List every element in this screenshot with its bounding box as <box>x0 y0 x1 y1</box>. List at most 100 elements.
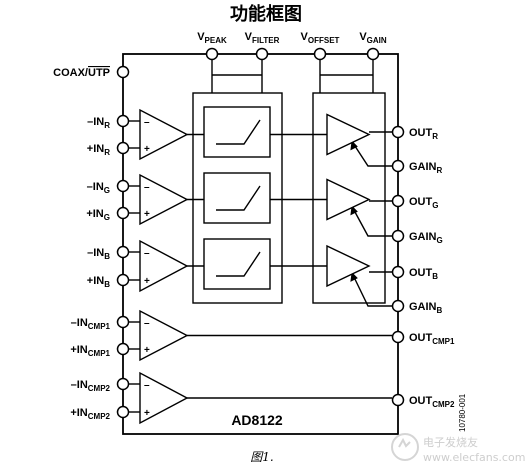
left-pin-minus-in-cmp1-label-subscript: CMP1 <box>88 322 111 331</box>
right-pin-out-cmp2-label: OUTCMP2 <box>409 395 455 409</box>
right-pin-out-g-label-base: OUT <box>409 196 433 208</box>
left-pin-minus-in-b-label-base: –IN <box>87 247 104 259</box>
left-pin-plus-in-r-label: +INR <box>87 143 110 157</box>
left-pin-plus-in-b-label: +INB <box>87 275 110 289</box>
watermark-site: 电子发烧友 <box>423 435 478 449</box>
gain-arrow-icon <box>350 140 358 151</box>
amp-plus-sign: + <box>144 345 150 356</box>
left-pin-minus-in-g-label: –ING <box>87 181 110 195</box>
left-pin-plus-in-r-label-subscript: R <box>104 148 110 157</box>
amp-minus-sign: – <box>144 248 150 259</box>
top-pin-label-gain: VGAIN <box>359 31 387 45</box>
left-pin-minus-in-b-label: –INB <box>87 247 110 261</box>
amp-plus-sign: + <box>144 408 150 419</box>
chip-name: AD8122 <box>231 412 283 428</box>
watermark: 电子发烧友 www.elecfans.com <box>391 433 525 464</box>
filter-block-r <box>203 106 271 158</box>
right-pin-out-b-label-subscript: B <box>432 272 438 281</box>
right-pin-gain-g-label-subscript: G <box>437 236 443 245</box>
left-pin-minus-in-cmp2-label: –INCMP2 <box>71 379 111 393</box>
gain-stage-block <box>312 92 386 304</box>
gain-arrow-icon <box>350 205 358 216</box>
output-amp-r <box>326 113 371 156</box>
left-pin-plus-in-g-label-base: +IN <box>86 208 103 220</box>
top-pin-label-gain-subscript: GAIN <box>367 36 387 45</box>
input-amp-cmp2 <box>139 371 189 425</box>
left-pin-plus-in-cmp1 <box>116 342 130 356</box>
right-pin-out-g-label: OUTG <box>409 196 438 210</box>
top-pin-label-offset-base: V <box>301 31 309 43</box>
left-pin-minus-in-cmp2-label-subscript: CMP2 <box>88 384 111 393</box>
filter-block-g <box>203 172 271 224</box>
output-amp-b <box>326 244 371 288</box>
filter-response-icon <box>216 251 261 277</box>
equalizer-block <box>192 92 283 304</box>
top-pin-label-gain-base: V <box>359 31 367 43</box>
top-pin-label-peak-base: V <box>197 31 205 43</box>
top-pin-peak <box>205 47 219 61</box>
right-pin-out-b <box>391 265 405 279</box>
output-amp-g <box>326 178 371 221</box>
internal-wiring <box>128 60 392 413</box>
left-pin-coax-utp-label: COAX/UTP <box>53 67 110 79</box>
top-pin-label-offset-subscript: OFFSET <box>308 36 340 45</box>
left-pin-plus-in-g-label-subscript: G <box>104 213 110 222</box>
right-pin-out-r-label-subscript: R <box>432 132 438 141</box>
top-pin-label-filter-subscript: FILTER <box>252 36 280 45</box>
left-pin-minus-in-b-label-subscript: B <box>104 252 110 261</box>
top-pin-label-filter: VFILTER <box>245 31 280 45</box>
left-pin-minus-in-r-label-subscript: R <box>104 121 110 130</box>
figure-code: 10780-001 <box>458 393 467 432</box>
right-pin-gain-r-label-subscript: R <box>437 166 443 175</box>
left-pin-minus-in-r-label-base: –IN <box>87 116 104 128</box>
top-pin-label-peak: VPEAK <box>197 31 227 45</box>
right-pin-out-cmp2 <box>391 393 405 407</box>
left-pin-plus-in-b-label-subscript: B <box>104 280 110 289</box>
left-pin-minus-in-cmp1-label: –INCMP1 <box>71 317 111 331</box>
diagram-title: 功能框图 <box>230 3 302 25</box>
gain-arrow-icon <box>350 271 358 282</box>
left-pin-plus-in-cmp2-label-base: +IN <box>70 407 87 419</box>
left-pin-plus-in-cmp2-label: +INCMP2 <box>70 407 110 421</box>
internal-blocks: –+–+–+–+–+ <box>139 92 386 425</box>
right-pin-out-b-label: OUTB <box>409 267 438 281</box>
right-pin-out-g <box>391 194 405 208</box>
left-pin-minus-in-g-label-subscript: G <box>104 186 110 195</box>
input-amp-b <box>139 239 189 293</box>
right-pin-gain-b-label-base: GAIN <box>409 301 437 313</box>
filter-block-b <box>203 238 271 290</box>
right-pin-gain-b <box>391 299 405 313</box>
top-pin-offset <box>313 47 327 61</box>
input-amp-r <box>139 108 189 161</box>
gain-control-wire <box>351 272 392 307</box>
right-pin-out-g-label-subscript: G <box>432 201 438 210</box>
right-pin-out-b-label-base: OUT <box>409 267 433 279</box>
right-pin-out-cmp2-label-subscript: CMP2 <box>432 400 455 409</box>
left-pin-minus-in-r <box>116 114 130 128</box>
watermark-logo-icon <box>391 433 419 461</box>
right-pin-gain-r <box>391 159 405 173</box>
right-pin-out-r-label-base: OUT <box>409 127 433 139</box>
right-pin-gain-b-label: GAINB <box>409 301 443 315</box>
watermark-logo-mark <box>398 437 411 448</box>
watermark-url: www.elecfans.com <box>423 451 525 464</box>
left-pin-minus-in-g <box>116 179 130 193</box>
filter-response-icon <box>216 119 261 145</box>
amp-minus-sign: – <box>144 318 150 329</box>
left-pin-minus-in-cmp1 <box>116 315 130 329</box>
left-pin-coax-utp <box>116 65 130 79</box>
right-pin-out-cmp1-label: OUTCMP1 <box>409 332 455 346</box>
right-pin-gain-b-label-subscript: B <box>437 306 443 315</box>
left-pin-plus-in-r <box>116 141 130 155</box>
right-pin-gain-r-label: GAINR <box>409 161 443 175</box>
gain-control-wire <box>351 141 392 167</box>
left-pin-plus-in-b-label-base: +IN <box>87 275 104 287</box>
top-pin-label-peak-subscript: PEAK <box>205 36 227 45</box>
left-pin-plus-in-r-label-base: +IN <box>87 143 104 155</box>
left-pin-minus-in-cmp2-label-base: –IN <box>71 379 88 391</box>
amp-plus-sign: + <box>144 276 150 287</box>
right-pin-out-cmp1-label-base: OUT <box>409 332 433 344</box>
